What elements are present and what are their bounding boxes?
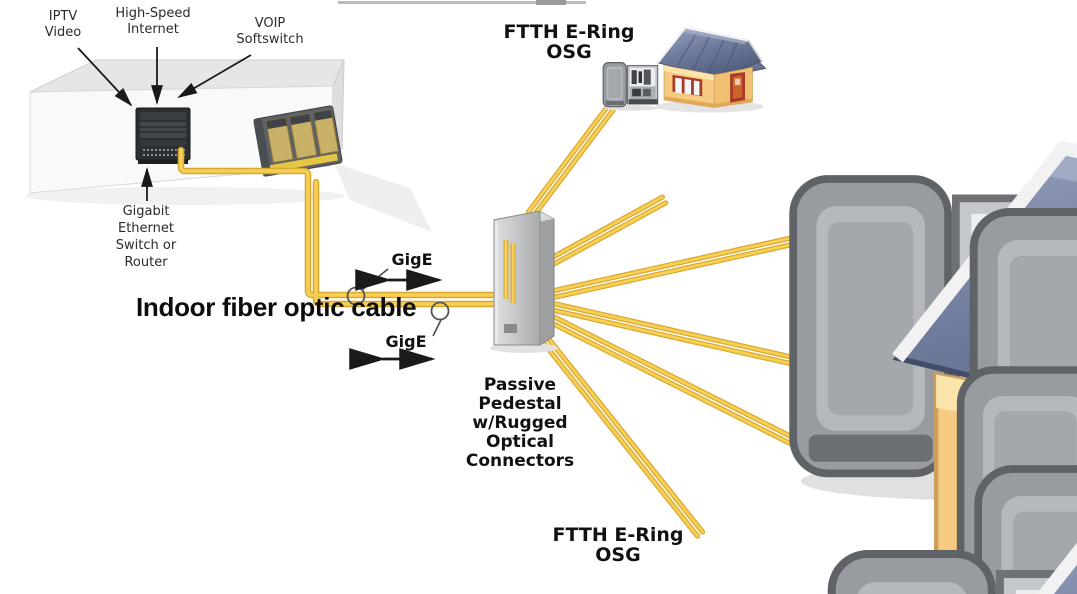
indoor-fiber-cable-label: Indoor fiber optic cable <box>136 292 417 322</box>
ering-fiber-pair-4 <box>553 302 837 369</box>
gige-label-top: GigE <box>391 250 433 269</box>
iptv-arrow <box>77 47 133 107</box>
ftth-ering-osg-label-bottom: FTTH E-Ring OSG <box>552 524 684 566</box>
ering-fiber-pair-4 <box>551 308 835 375</box>
gigabit-switch-device <box>135 107 191 164</box>
indoor-fiber-cable <box>177 146 503 308</box>
gateway-module <box>265 117 294 164</box>
ering-fiber-pair-2 <box>546 195 664 262</box>
gateway-module <box>312 109 339 155</box>
voip-softswitch-label: VOIP Softswitch <box>236 16 304 47</box>
label-arrows <box>77 47 252 201</box>
passive-pedestal-label: Passive Pedestal w/Rugged Optical Connec… <box>465 375 575 471</box>
ering-fiber-pair-1 <box>526 102 611 214</box>
chassis-shadow-wedge <box>334 163 432 232</box>
ering-fiber-pair-2 <box>549 201 667 268</box>
ering-fiber-pair-1 <box>532 106 617 218</box>
voip-arrow <box>177 54 252 98</box>
iptv-video-label: IPTV Video <box>44 9 82 40</box>
gigabit-switch-label: Gigabit Ethernet Switch or Router <box>115 204 177 270</box>
ering-fiber-pair-6 <box>539 337 699 538</box>
pedestal-internal-fiber <box>503 240 516 303</box>
house-1 <box>654 26 767 114</box>
high-speed-internet-label: High-Speed Internet <box>115 6 191 37</box>
gige-connector-circle-bottom <box>430 301 450 321</box>
ftth-ering-osg-label-top: FTTH E-Ring OSG <box>503 21 635 63</box>
voip-gateway-device <box>253 105 343 177</box>
gige-label-bottom: GigE <box>385 332 427 351</box>
gateway-module <box>289 113 318 160</box>
gige-callouts <box>346 268 450 370</box>
top-crop-line <box>338 0 586 5</box>
ering-fiber-pair-6 <box>544 333 704 534</box>
osg-cabinet-1 <box>602 62 659 112</box>
